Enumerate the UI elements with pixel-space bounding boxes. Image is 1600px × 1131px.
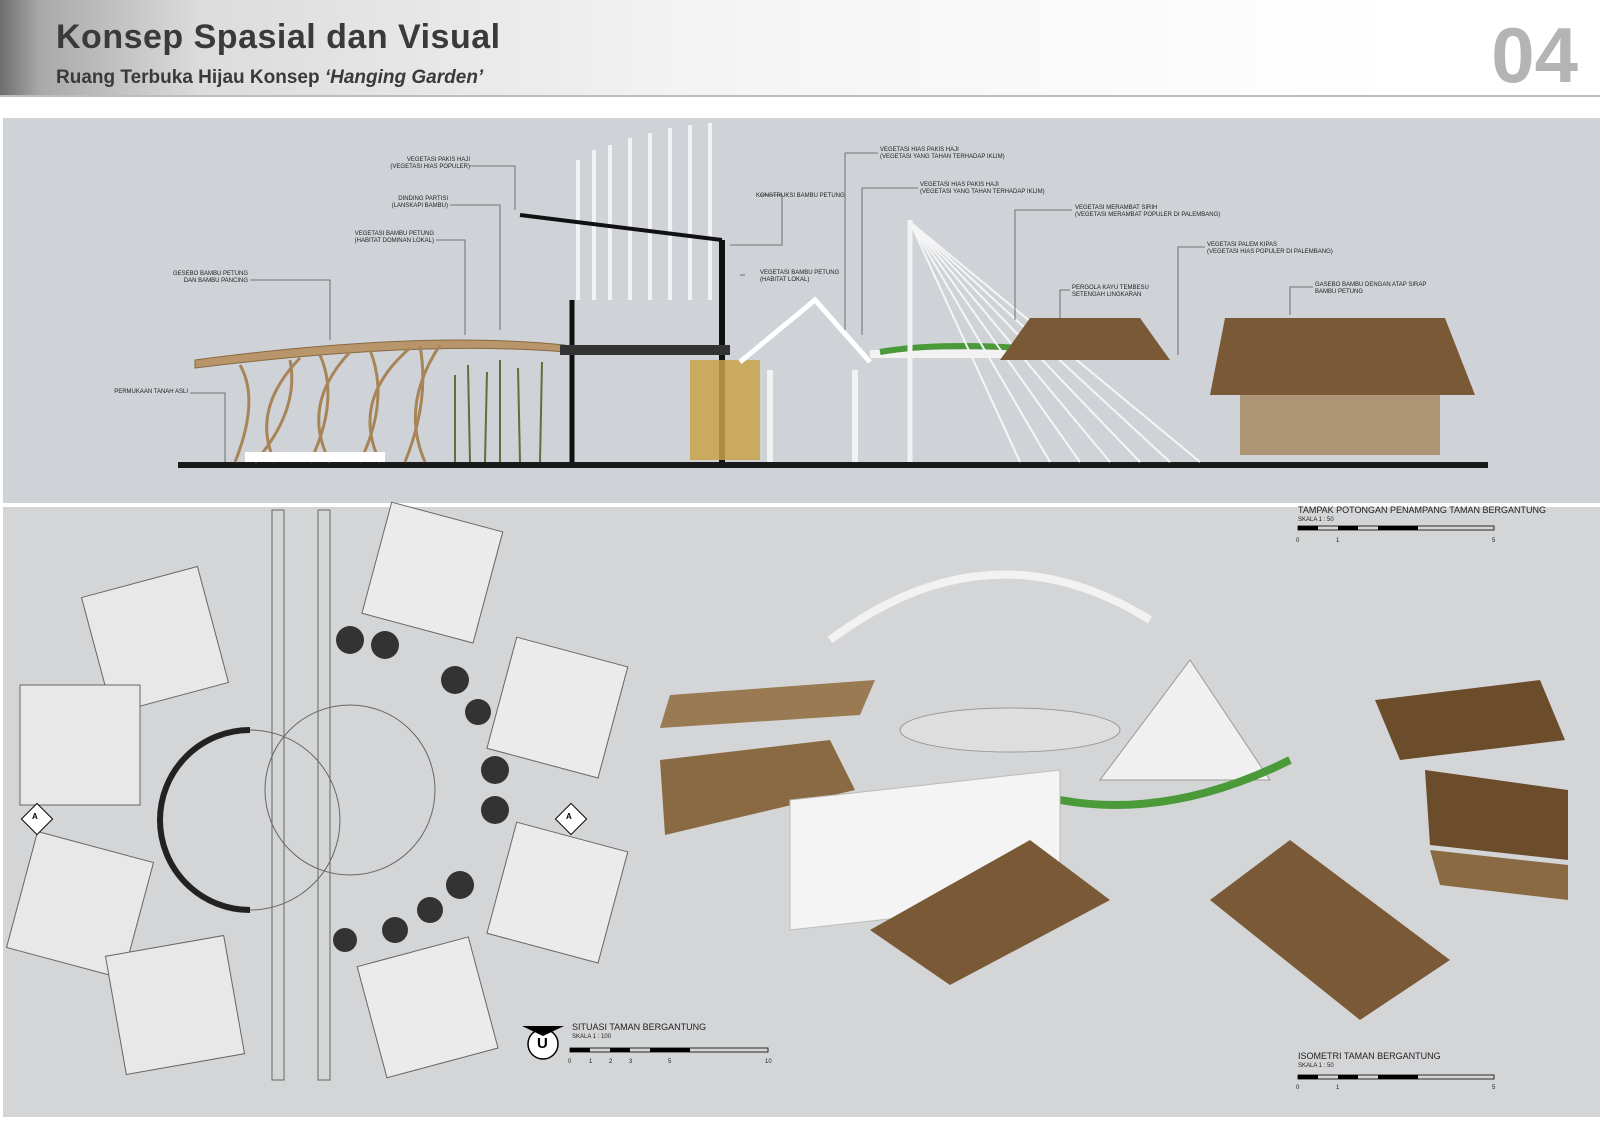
label-text: VEGETASI PAKIS HAJI (VEGETASI HIAS POPUL… bbox=[390, 157, 470, 170]
section-caption: TAMPAK POTONGAN PENAMPANG TAMAN BERGANTU… bbox=[1298, 505, 1547, 515]
ground-plinth bbox=[245, 452, 385, 462]
roof-gazebo-right bbox=[1210, 318, 1475, 395]
planter-deck bbox=[560, 345, 730, 355]
subtitle-italic: ‘Hanging Garden’ bbox=[324, 67, 484, 88]
label-text: VEGETASI HIAS PAKIS HAJI (VEGETASI YANG … bbox=[880, 147, 1005, 160]
isometric-scale: SKALA 1 : 50 bbox=[1298, 1063, 1334, 1069]
label-text: VEGETASI BAMBU PETUNG (HABITAT DOMINAN L… bbox=[354, 231, 434, 244]
label-bambu-petung-lokal: VEGETASI BAMBU PETUNG (HABITAT LOKAL) bbox=[760, 270, 839, 284]
header-banner bbox=[0, 0, 1600, 97]
isometric-tick-5: 5 bbox=[1492, 1085, 1496, 1091]
label-text: VEGETASI HIAS PAKIS HAJI (VEGETASI YANG … bbox=[920, 182, 1045, 195]
label-text: DINDING PARTISI (LANSKAPI BAMBU) bbox=[391, 196, 448, 209]
label-text: VEGETASI PALEM KIPAS (VEGETASI HIAS POPU… bbox=[1207, 242, 1333, 255]
label-pakis-haji-2: VEGETASI HIAS PAKIS HAJI (VEGETASI YANG … bbox=[880, 147, 1005, 161]
page-title: Konsep Spasial dan Visual bbox=[56, 18, 501, 56]
section-tick-0: 0 bbox=[1296, 538, 1300, 544]
cut-marker-right bbox=[554, 802, 588, 836]
plan-tick-2: 2 bbox=[609, 1059, 613, 1065]
plan-tick-10: 10 bbox=[765, 1059, 772, 1065]
plan-caption: SITUASI TAMAN BERGANTUNG bbox=[572, 1022, 707, 1032]
isometric-tick-1: 1 bbox=[1336, 1085, 1340, 1091]
page-subtitle: Ruang Terbuka Hijau Konsep ‘Hanging Gard… bbox=[56, 67, 483, 89]
header-rule bbox=[0, 95, 1600, 97]
label-text: GASEBO BAMBU DENGAN ATAP SIRAP BAMBU PET… bbox=[1315, 282, 1427, 295]
plan-scale: SKALA 1 : 100 bbox=[572, 1034, 612, 1040]
bamboo-vegetation bbox=[454, 360, 543, 463]
plan-tick-0: 0 bbox=[568, 1059, 572, 1065]
label-konstruksi-bambu: KONSTRUKSI BAMBU PETUNG bbox=[756, 193, 845, 200]
north-letter: U bbox=[537, 1035, 548, 1052]
label-palem-kipas: VEGETASI PALEM KIPAS (VEGETASI HIAS POPU… bbox=[1207, 242, 1333, 256]
label-text: GESEBO BAMBU PETUNG DAN BAMBU PANCING bbox=[172, 271, 248, 284]
page-number: 04 bbox=[1491, 11, 1578, 99]
label-gasebo-atap-sirap: GASEBO BAMBU DENGAN ATAP SIRAP BAMBU PET… bbox=[1315, 282, 1426, 296]
gazebo-deck-right bbox=[1240, 395, 1440, 455]
label-bambu-petung-dominan: VEGETASI BAMBU PETUNG (HABITAT DOMINAN L… bbox=[310, 231, 434, 245]
north-arrow-icon bbox=[522, 1026, 564, 1060]
label-merambat-sirih: VEGETASI MERAMBAT SIRIH (VEGETASI MERAMB… bbox=[1075, 205, 1220, 219]
arch-gate bbox=[738, 296, 872, 364]
label-text: VEGETASI BAMBU PETUNG (HABITAT LOKAL) bbox=[760, 270, 840, 283]
label-pakis-haji-3: VEGETASI HIAS PAKIS HAJI (VEGETASI YANG … bbox=[920, 182, 1045, 196]
label-pakis-haji-1: VEGETASI PAKIS HAJI (VEGETASI HIAS POPUL… bbox=[365, 157, 470, 171]
cable-fan bbox=[909, 221, 1201, 463]
label-permukaan-tanah: PERMUKAAN TANAH ASLI bbox=[80, 389, 188, 396]
section-tick-1: 1 bbox=[1336, 538, 1340, 544]
gazebo-columns-left bbox=[233, 344, 442, 463]
scale-bar-plan bbox=[569, 1047, 769, 1053]
site-plan bbox=[5, 501, 629, 1081]
yellow-bamboo-stack bbox=[690, 360, 760, 460]
ground-line bbox=[178, 462, 1488, 468]
cut-marker-letter-right: A bbox=[566, 812, 572, 821]
isometric-tick-0: 0 bbox=[1296, 1085, 1300, 1091]
isometric-model bbox=[660, 570, 1568, 1020]
leader-lines bbox=[190, 152, 1313, 462]
label-text: PERGOLA KAYU TEMBESU SETENGAH LINGKARAN bbox=[1072, 285, 1149, 298]
label-dinding-partisi: DINDING PARTISI (LANSKAPI BAMBU) bbox=[355, 196, 448, 210]
roof-middle bbox=[1000, 318, 1170, 360]
cut-marker-letter-left: A bbox=[32, 812, 38, 821]
scale-bar-isometric bbox=[1297, 1074, 1495, 1080]
scale-bar-section bbox=[1297, 525, 1495, 531]
pergola-beam bbox=[870, 350, 1080, 358]
subtitle-prefix: Ruang Terbuka Hijau Konsep bbox=[56, 67, 325, 88]
central-beam bbox=[519, 213, 723, 242]
label-text: KONSTRUKSI BAMBU PETUNG bbox=[756, 193, 845, 199]
label-pergola-kayu: PERGOLA KAYU TEMBESU SETENGAH LINGKARAN bbox=[1072, 285, 1149, 299]
plan-tick-1: 1 bbox=[589, 1059, 593, 1065]
plan-tick-5: 5 bbox=[668, 1059, 672, 1065]
label-gesebo-bambu: GESEBO BAMBU PETUNG DAN BAMBU PANCING bbox=[140, 271, 248, 285]
section-scale: SKALA 1 : 50 bbox=[1298, 517, 1334, 523]
cut-marker-left bbox=[20, 802, 54, 836]
plan-trees bbox=[333, 626, 509, 952]
section-tick-5: 5 bbox=[1492, 538, 1496, 544]
label-text: VEGETASI MERAMBAT SIRIH (VEGETASI MERAMB… bbox=[1075, 205, 1221, 218]
plan-tick-3: 3 bbox=[629, 1059, 633, 1065]
label-text: PERMUKAAN TANAH ASLI bbox=[114, 389, 188, 395]
isometric-caption: ISOMETRI TAMAN BERGANTUNG bbox=[1298, 1051, 1441, 1061]
